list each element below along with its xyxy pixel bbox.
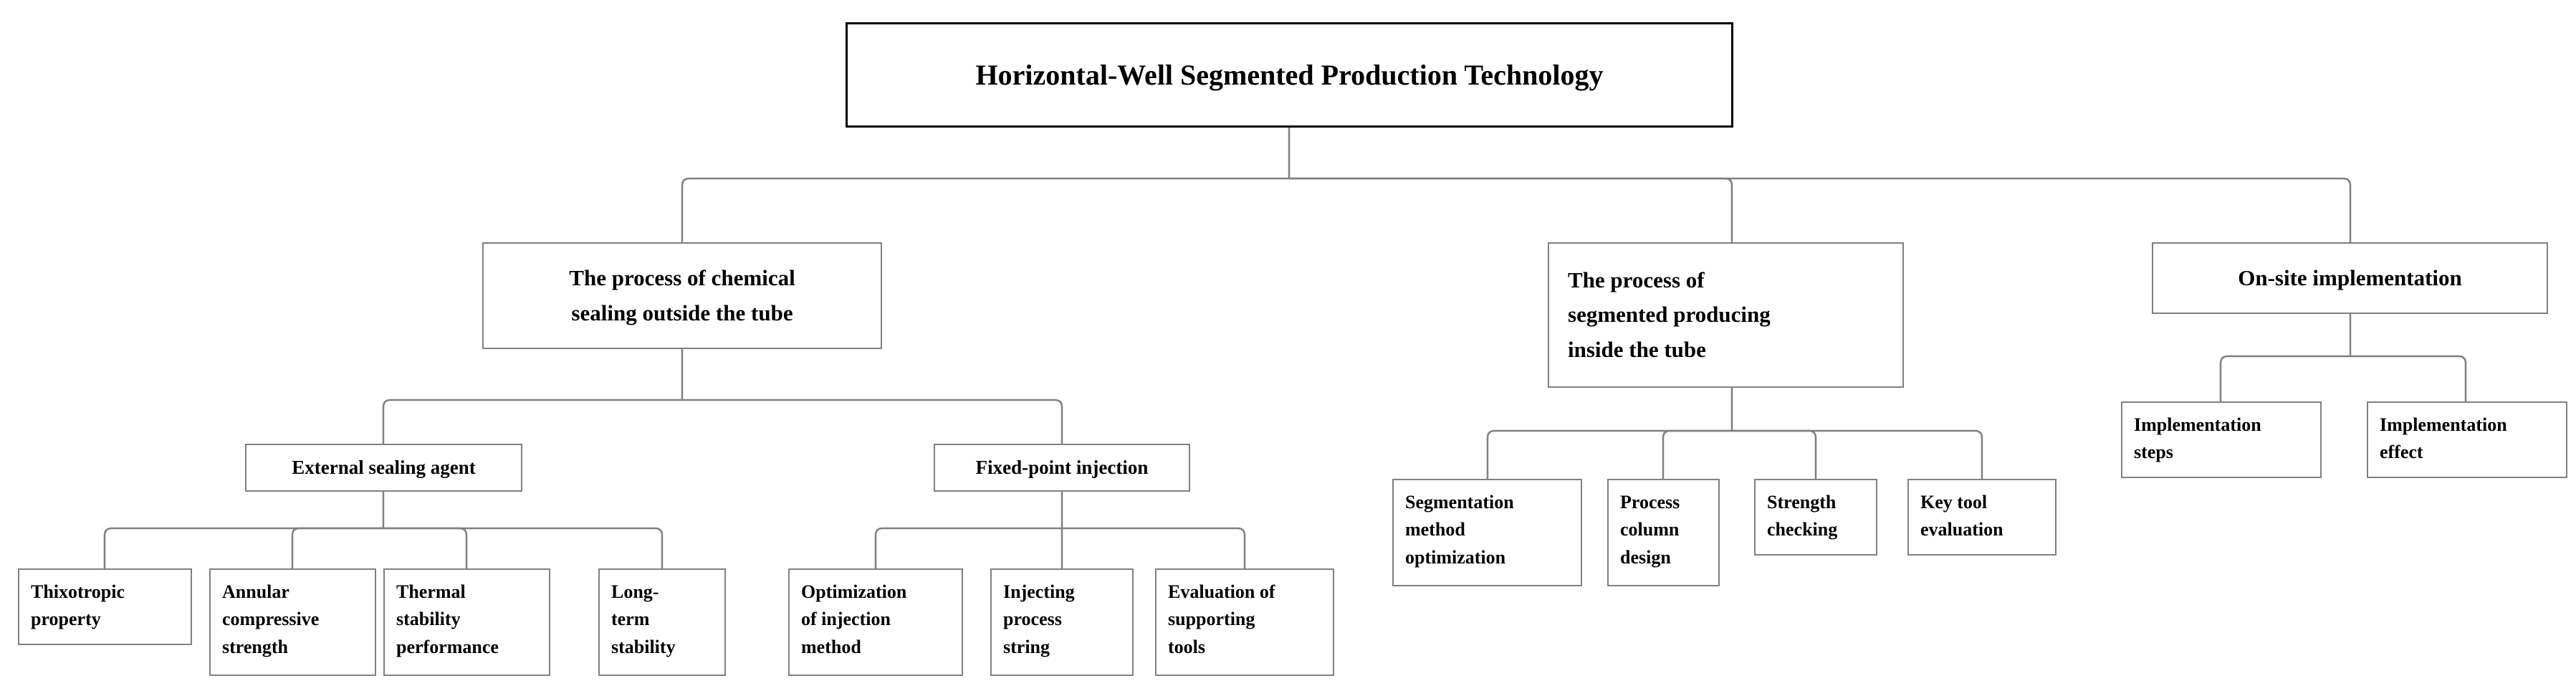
node-thermal-stability-performance[interactable]: Thermal stability performance	[383, 568, 550, 676]
edge-mid2-to-leaf3	[1062, 527, 1246, 568]
node-annular-compressive-strength-label: Annular compressive strength	[222, 581, 320, 657]
node-branch-onsite-implementation[interactable]: On-site implementation	[2152, 242, 2548, 314]
edge-mid1-to-leaf1	[103, 527, 383, 568]
node-external-sealing-agent[interactable]: External sealing agent	[245, 444, 522, 492]
edge-root-to-branch2	[1289, 177, 1733, 242]
edge-root-to-branch3	[1289, 177, 2352, 242]
node-long-term-stability-label: Long- term stability	[611, 581, 676, 657]
node-segmentation-method-optimization[interactable]: Segmentation method optimization	[1392, 479, 1582, 586]
node-branch-chemical-sealing-label: The process of chemical sealing outside …	[569, 265, 795, 325]
node-key-tool-evaluation[interactable]: Key tool evaluation	[1907, 479, 2057, 556]
edge-mid1-to-leaf4	[383, 527, 664, 568]
node-implementation-effect[interactable]: Implementation effect	[2367, 401, 2567, 478]
edge-branch3-to-leaf2	[2350, 355, 2467, 401]
node-thixotropic-property[interactable]: Thixotropic property	[18, 568, 192, 645]
edge-root-to-branch1	[681, 177, 1289, 242]
edge-mid2-to-leaf1	[874, 527, 1062, 568]
node-thixotropic-property-label: Thixotropic property	[31, 581, 125, 630]
node-branch-onsite-implementation-label: On-site implementation	[2238, 265, 2462, 290]
node-external-sealing-agent-label: External sealing agent	[292, 456, 476, 478]
node-branch-segmented-producing[interactable]: The process of segmented producing insid…	[1548, 242, 1904, 388]
edge-branch3-to-leaf1	[2219, 355, 2350, 401]
node-implementation-steps-label: Implementation steps	[2134, 414, 2261, 463]
edge-branch2-to-leaf4	[1732, 429, 1983, 479]
node-long-term-stability[interactable]: Long- term stability	[598, 568, 726, 676]
node-annular-compressive-strength[interactable]: Annular compressive strength	[209, 568, 376, 676]
node-evaluation-supporting-tools[interactable]: Evaluation of supporting tools	[1155, 568, 1334, 676]
edge-mid1-to-leaf3	[383, 527, 468, 568]
node-root-title-label: Horizontal-Well Segmented Production Tec…	[975, 58, 1604, 91]
edge-branch1-to-mid2	[682, 399, 1063, 444]
edge-branch2-to-leaf2	[1662, 429, 1732, 479]
node-fixed-point-injection[interactable]: Fixed-point injection	[934, 444, 1190, 492]
edge-branch2-to-leaf1	[1486, 429, 1732, 479]
node-segmentation-method-optimization-label: Segmentation method optimization	[1405, 492, 1514, 568]
node-optimization-injection-method[interactable]: Optimization of injection method	[788, 568, 963, 676]
node-fixed-point-injection-label: Fixed-point injection	[975, 456, 1149, 478]
node-strength-checking-label: Strength checking	[1767, 492, 1838, 540]
node-implementation-effect-label: Implementation effect	[2380, 414, 2507, 463]
node-strength-checking[interactable]: Strength checking	[1754, 479, 1877, 556]
node-implementation-steps[interactable]: Implementation steps	[2121, 401, 2322, 478]
node-process-column-design[interactable]: Process column design	[1607, 479, 1720, 586]
node-optimization-injection-method-label: Optimization of injection method	[801, 581, 907, 657]
node-injecting-process-string[interactable]: Injecting process string	[990, 568, 1134, 676]
node-thermal-stability-performance-label: Thermal stability performance	[396, 581, 499, 657]
node-branch-segmented-producing-label: The process of segmented producing insid…	[1568, 267, 1771, 362]
node-process-column-design-label: Process column design	[1620, 492, 1680, 568]
node-evaluation-supporting-tools-label: Evaluation of supporting tools	[1168, 581, 1275, 657]
node-injecting-process-string-label: Injecting process string	[1003, 581, 1075, 657]
edge-branch1-to-mid1	[382, 399, 682, 444]
node-branch-chemical-sealing[interactable]: The process of chemical sealing outside …	[482, 242, 882, 349]
node-root-title[interactable]: Horizontal-Well Segmented Production Tec…	[846, 22, 1733, 128]
edge-mid1-to-leaf2	[291, 527, 383, 568]
edge-branch2-to-leaf3	[1732, 429, 1817, 479]
node-key-tool-evaluation-label: Key tool evaluation	[1920, 492, 2003, 540]
